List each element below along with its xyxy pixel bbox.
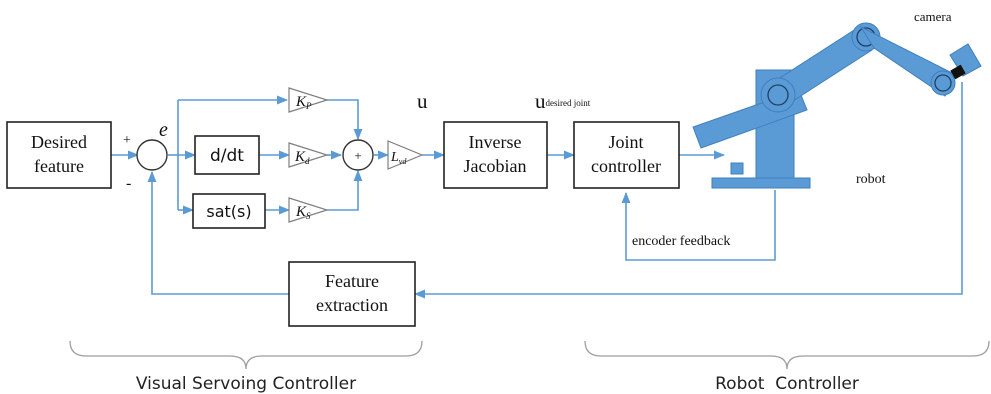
camera-label: camera (914, 9, 952, 24)
wire-kp-to-sum (327, 99, 363, 141)
sat-block: sat(s) (192, 193, 266, 229)
gain-summing-junction: + (342, 139, 374, 171)
error-summing-junction (136, 139, 168, 171)
joint-controller-block: Joint controller (573, 121, 680, 189)
inverse-jacobian-block: Inverse Jacobian (443, 121, 548, 189)
robot-shoulder-joint (760, 77, 796, 113)
kp-base: K (295, 94, 307, 110)
feature-extraction-block: Feature extraction (288, 261, 416, 327)
visual-servoing-section-label: Visual Servoing Controller (136, 374, 356, 394)
inverse-jacobian-line1: Inverse (469, 132, 522, 152)
u-label: u (417, 89, 428, 113)
ddt-label: d/dt (210, 146, 244, 166)
ks-base: K (295, 204, 307, 220)
ddt-block: d/dt (194, 135, 260, 175)
robot-label: robot (856, 172, 886, 187)
wire-ks-to-sum (327, 169, 363, 211)
ks-gain: KS (288, 197, 329, 223)
robot-base-block (730, 162, 744, 175)
camera-lens-icon (950, 64, 966, 80)
u-desired-base: u (535, 89, 546, 113)
desired-feature-line1: Desired (31, 132, 87, 152)
wire-camera-to-extraction (413, 82, 963, 299)
svg-text:KP: KP (295, 94, 312, 111)
feature-extraction-line2: extraction (316, 295, 388, 315)
kd-gain: Kd (288, 142, 329, 168)
svg-text:Lvd: Lvd (390, 150, 407, 166)
kp-gain: KP (288, 87, 329, 113)
ks-sub: S (306, 211, 311, 221)
kp-sub: P (305, 101, 312, 111)
error-label: e (159, 119, 168, 141)
lvd-base: L (390, 150, 399, 165)
u-desired-joint-label: udesired joint (535, 89, 591, 113)
sum-plus-sign: + (354, 148, 361, 163)
joint-controller-line1: Joint (608, 132, 643, 152)
u-desired-sub: desired joint (546, 98, 591, 108)
svg-text:Kd: Kd (294, 149, 310, 166)
encoder-feedback-label: encoder feedback (632, 234, 730, 249)
inverse-jacobian-line2: Jacobian (464, 156, 527, 176)
plus-sign: + (123, 133, 131, 148)
minus-sign: - (126, 175, 131, 192)
desired-feature-line2: feature (34, 156, 84, 176)
signal-wires (111, 82, 963, 299)
desired-feature-block: Desired feature (6, 121, 112, 189)
wire-extraction-to-error-sum (147, 170, 289, 295)
robot-base (711, 177, 811, 189)
kd-sub: d (305, 156, 310, 166)
sat-label: sat(s) (206, 202, 251, 221)
robot-controller-section-label: Robot Controller (715, 374, 859, 394)
lvd-sub: vd (399, 157, 408, 166)
joint-controller-line2: controller (591, 156, 661, 176)
svg-text:KS: KS (295, 204, 311, 221)
robot-arm-illustration (692, 22, 982, 189)
robot-controller-brace (584, 340, 990, 370)
wire-encoder-feedback (621, 190, 776, 261)
kd-base: K (294, 149, 306, 165)
visual-servoing-brace (69, 340, 423, 370)
lvd-gain: Lvd (387, 140, 424, 170)
feature-extraction-line1: Feature (325, 271, 379, 291)
